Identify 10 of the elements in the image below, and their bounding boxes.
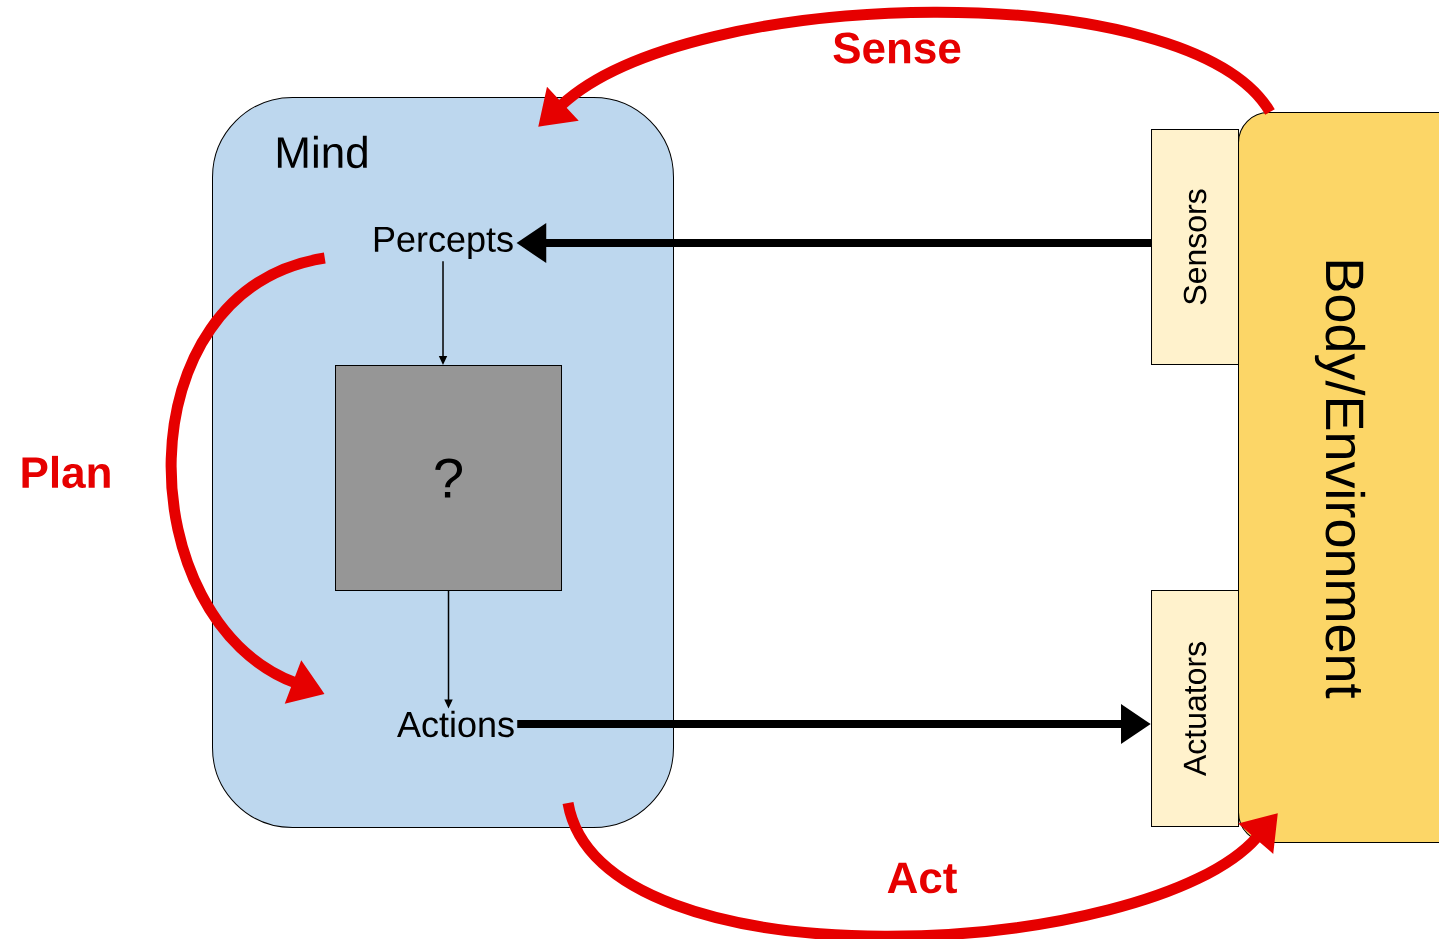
actions-label: Actions	[397, 710, 514, 738]
actuators-box: Actuators	[1151, 590, 1239, 827]
process-box: ?	[335, 365, 562, 591]
curved-arrow	[562, 800, 1278, 939]
edge-label: Sense	[830, 30, 964, 66]
edge-label: Plan	[17, 453, 115, 491]
environment-box: Body/Environment	[1238, 112, 1439, 843]
edge-label: Act	[884, 860, 960, 896]
percepts-label: Percepts	[374, 226, 513, 260]
sensors-box: Sensors	[1151, 129, 1239, 365]
